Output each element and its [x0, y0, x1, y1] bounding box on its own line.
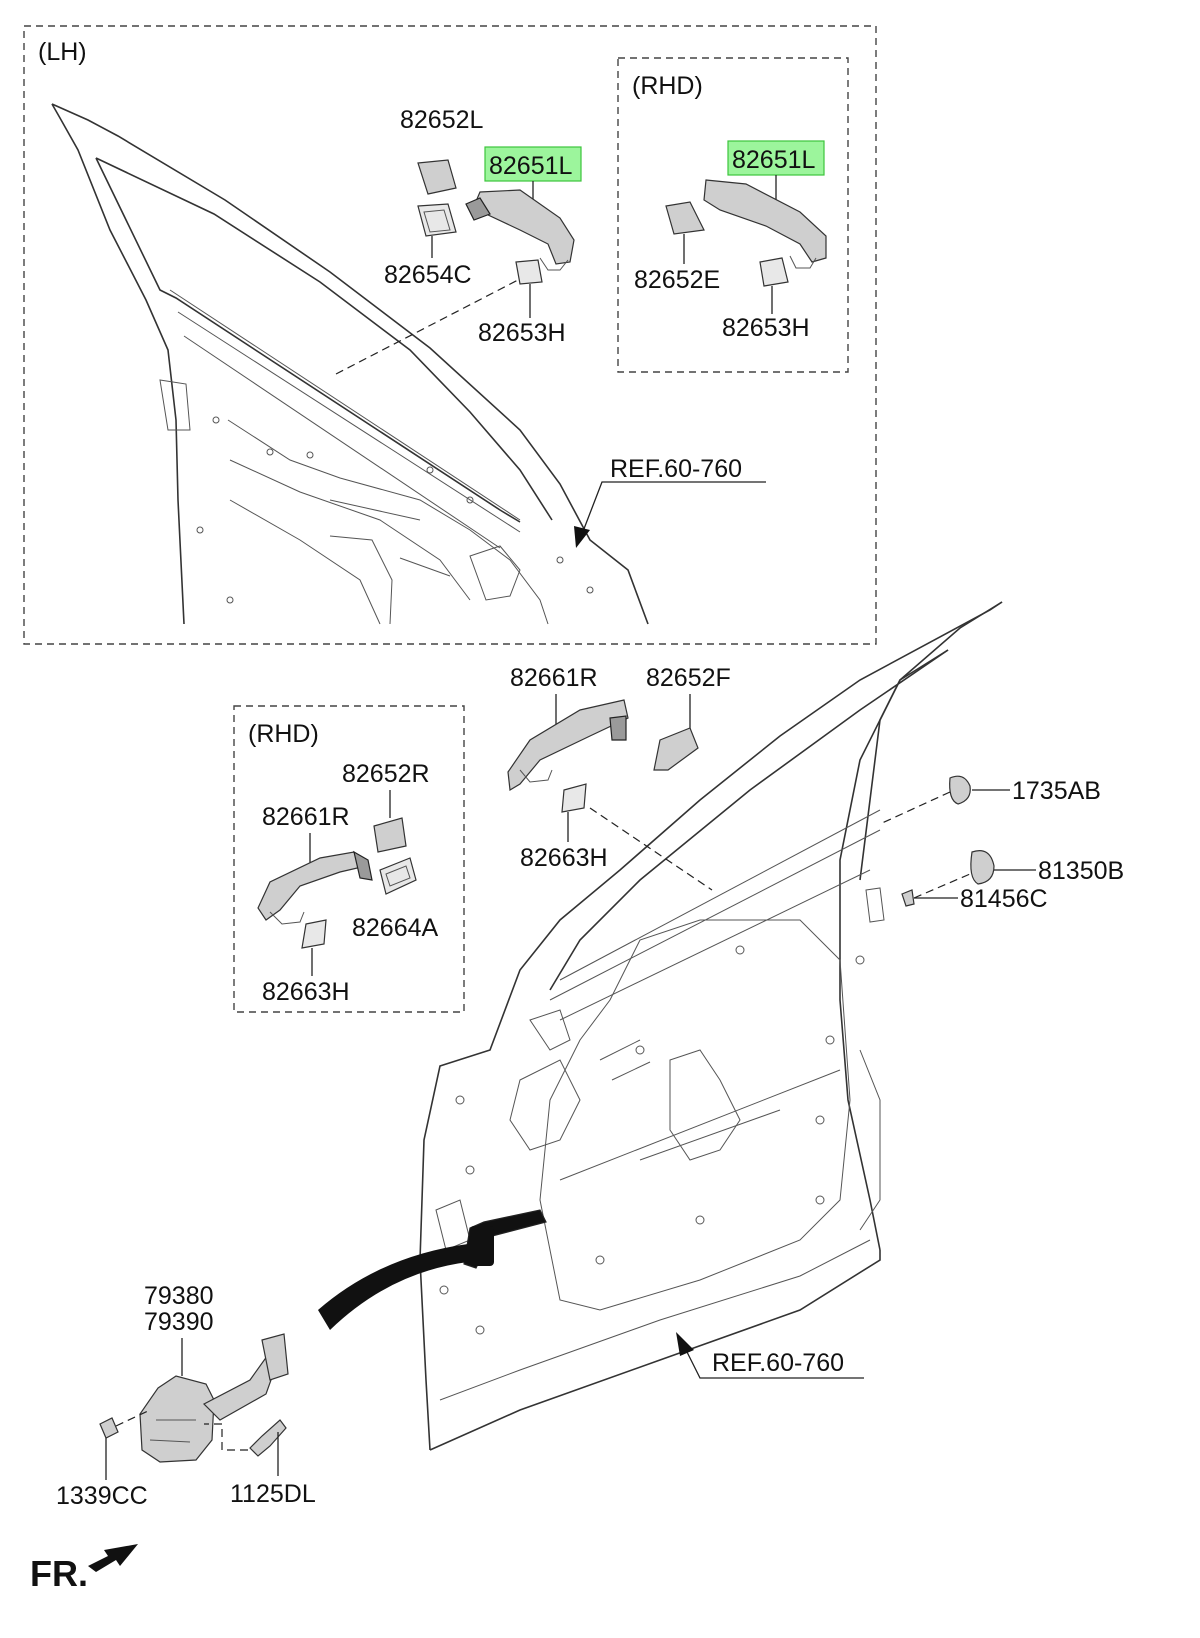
- label-82652R: 82652R: [342, 760, 430, 788]
- part-82653H-gasket-lh[interactable]: [515, 259, 543, 285]
- part-82651L-handle-rhd[interactable]: [703, 179, 827, 269]
- label-82653H-lh: 82653H: [478, 319, 566, 347]
- label-82652E: 82652E: [634, 266, 720, 294]
- label-81350B: 81350B: [1038, 857, 1124, 885]
- part-82663H-gasket-main[interactable]: [561, 783, 587, 813]
- bottom-door-panel: [419, 601, 1003, 1451]
- rhd-top-group-box: [617, 57, 849, 373]
- label-front: FR.: [30, 1553, 88, 1594]
- label-82663H-main: 82663H: [520, 844, 608, 872]
- part-82653H-gasket-rhd[interactable]: [759, 257, 789, 287]
- label-82651L-rhd[interactable]: 82651L: [732, 146, 816, 174]
- label-1125DL: 1125DL: [230, 1480, 316, 1508]
- part-1125DL-bolt[interactable]: [249, 1419, 287, 1457]
- part-82652L-cap[interactable]: [417, 159, 457, 195]
- label-1339CC: 1339CC: [56, 1482, 148, 1510]
- label-82664A: 82664A: [352, 914, 439, 942]
- highlight-82651L-rhd: [727, 140, 825, 176]
- highlight-82651L-lh: [484, 146, 582, 182]
- label-82652L: 82652L: [400, 106, 484, 134]
- label-1735AB: 1735AB: [1012, 777, 1101, 805]
- part-82651L-handle-lh[interactable]: [465, 189, 575, 271]
- label-82652F: 82652F: [646, 664, 731, 692]
- label-82663H-rhd: 82663H: [262, 978, 350, 1006]
- front-arrow-icon: [88, 1544, 138, 1572]
- part-82652F-cap[interactable]: [653, 727, 699, 771]
- part-82652E-cap[interactable]: [665, 201, 705, 235]
- ref-bottom-arrow: [676, 1332, 694, 1356]
- part-82661R-handle-main[interactable]: [507, 699, 629, 791]
- part-82652R-cap[interactable]: [373, 817, 407, 853]
- part-82664A-gasket[interactable]: [379, 857, 417, 895]
- part-79380-door-checker[interactable]: [139, 1333, 289, 1463]
- label-79380: 79380: [144, 1282, 214, 1310]
- rhd-top-group-label: (RHD): [632, 72, 703, 100]
- label-82654C: 82654C: [384, 261, 472, 289]
- part-1735AB-plug[interactable]: [949, 775, 971, 805]
- part-81456C-screw[interactable]: [901, 889, 915, 907]
- detail-pointer: [318, 1244, 468, 1330]
- checker-in-door: [463, 1209, 547, 1269]
- lh-group-box: [23, 25, 877, 645]
- label-82661R-main: 82661R: [510, 664, 598, 692]
- label-ref-bottom: REF.60-760: [712, 1349, 844, 1377]
- label-81456C: 81456C: [960, 885, 1048, 913]
- ref-top-arrow: [574, 526, 590, 548]
- label-ref-top: REF.60-760: [610, 455, 742, 483]
- rhd-bottom-group-box: [233, 705, 465, 1013]
- part-82663H-gasket-rhd[interactable]: [301, 919, 327, 949]
- top-door-panel: [51, 103, 649, 625]
- part-1339CC-nut[interactable]: [99, 1417, 119, 1439]
- label-79390: 79390: [144, 1308, 214, 1336]
- rhd-bottom-group-label: (RHD): [248, 720, 319, 748]
- label-82661R-rhd: 82661R: [262, 803, 350, 831]
- part-81350B-bumper[interactable]: [970, 850, 995, 885]
- part-82661R-handle-rhd[interactable]: [257, 850, 373, 925]
- label-82651L-lh[interactable]: 82651L: [489, 152, 573, 180]
- label-82653H-rhd: 82653H: [722, 314, 810, 342]
- lh-group-label: (LH): [38, 38, 87, 66]
